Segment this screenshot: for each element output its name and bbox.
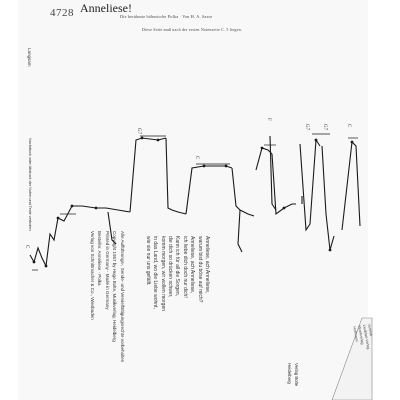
- chord-label: C: [346, 124, 351, 128]
- chord-label: C: [194, 156, 199, 160]
- stamp-line: Hoffmann: [352, 326, 359, 342]
- note-head: [314, 138, 318, 142]
- note-head: [282, 206, 286, 210]
- note-head: [328, 248, 332, 252]
- chord-label: G7: [322, 124, 327, 131]
- note-head: [140, 136, 144, 140]
- note-head: [32, 260, 36, 264]
- chord-label: C: [24, 245, 29, 249]
- publisher-stamp: Vertrieb Liedblatt-Verlag Musikverlag Ho…: [331, 317, 373, 400]
- note-heads: [32, 136, 354, 268]
- stamp-line: Musikverlag: [357, 325, 364, 345]
- beams: [32, 133, 358, 271]
- song-title: Anneliese!: [80, 1, 132, 15]
- note-head: [44, 264, 48, 268]
- chord-label: G7: [304, 124, 309, 131]
- stamp-line: Liedblatt-Verlag: [362, 324, 370, 349]
- note-head: [94, 206, 98, 210]
- chord-label: F: [266, 118, 271, 121]
- song-subtitle: Die berühmte böhmische Polka · Von H. A.…: [120, 14, 213, 19]
- note-head: [156, 138, 160, 142]
- note-head: [202, 164, 206, 168]
- sheet-header: 4728: [50, 3, 74, 21]
- note-head: [70, 204, 74, 208]
- note-head: [224, 164, 228, 168]
- note-head: [350, 140, 354, 144]
- note-head: [260, 146, 264, 150]
- music-sheet: 4728 Anneliese! Die berühmte böhmische P…: [18, 0, 368, 400]
- chord-label: G7: [136, 128, 141, 135]
- page-order-note: Diese Seite muß nach der ersten Notensei…: [142, 27, 242, 32]
- sheet-number: 4728: [50, 7, 74, 19]
- chord-labels: C G7 C F G7 G7 C: [24, 118, 351, 249]
- stamp-line: Vertrieb: [367, 323, 373, 336]
- note-head: [56, 216, 60, 220]
